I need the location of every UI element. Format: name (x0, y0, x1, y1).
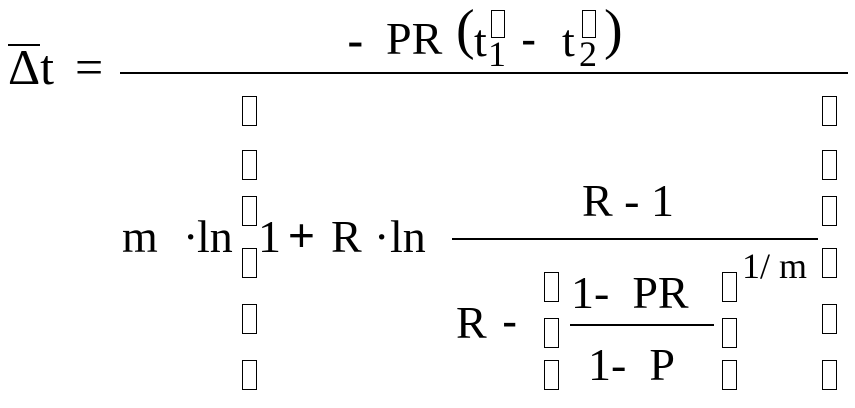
missing-glyph-box (544, 318, 559, 348)
missing-glyph-box (544, 360, 559, 390)
inner-denominator-r: R (456, 297, 487, 348)
missing-glyph-box (242, 150, 257, 180)
denominator-r: R (331, 211, 362, 262)
denominator-m: m (122, 211, 158, 262)
missing-glyph-box (722, 360, 737, 390)
dot-operator-1: · (183, 211, 199, 262)
nested-fraction-bar (570, 324, 714, 326)
numerator-subscript-2: 2 (579, 34, 597, 74)
missing-glyph-box (822, 196, 837, 226)
ln-2: ln (390, 211, 426, 262)
lhs-delta-t: Δt (8, 39, 55, 95)
equals-sign: = (75, 39, 104, 95)
numerator-open-paren: ( (456, 0, 475, 61)
inner-numerator: R - 1 (582, 175, 674, 226)
overline-bar (8, 44, 40, 46)
numerator-pr: PR (386, 13, 443, 64)
missing-glyph-box (242, 196, 257, 226)
nested-denominator: 1- P (588, 339, 675, 390)
missing-glyph-box (242, 360, 257, 390)
ln-1: ln (197, 211, 233, 262)
missing-glyph-box (582, 10, 596, 38)
missing-glyph-box (242, 248, 257, 278)
dot-operator-2: · (374, 211, 390, 262)
denominator-one: 1 (258, 211, 281, 262)
missing-glyph-box (242, 304, 257, 334)
missing-glyph-box (242, 96, 257, 126)
missing-glyph-box (544, 272, 559, 302)
missing-glyph-box (722, 272, 737, 302)
missing-glyph-box (822, 150, 837, 180)
numerator-subscript-1: 1 (488, 34, 506, 74)
numerator-minus: - (347, 13, 364, 69)
numerator-t2: t (562, 15, 575, 66)
missing-glyph-box (822, 304, 837, 334)
main-fraction-bar (120, 72, 848, 74)
missing-glyph-box (822, 96, 837, 126)
nested-numerator: 1- PR (571, 267, 689, 318)
missing-glyph-box (722, 318, 737, 348)
numerator-close-paren: ) (604, 0, 623, 61)
plus-sign: + (288, 209, 315, 261)
exponent: 1/ m (742, 246, 808, 286)
inner-fraction-bar (452, 238, 818, 240)
numerator-t1: t (474, 15, 487, 66)
inner-denominator-minus: - (502, 295, 518, 347)
numerator-minus-2: - (521, 13, 537, 65)
missing-glyph-box (491, 10, 505, 38)
missing-glyph-box (822, 360, 837, 390)
missing-glyph-box (822, 248, 837, 278)
